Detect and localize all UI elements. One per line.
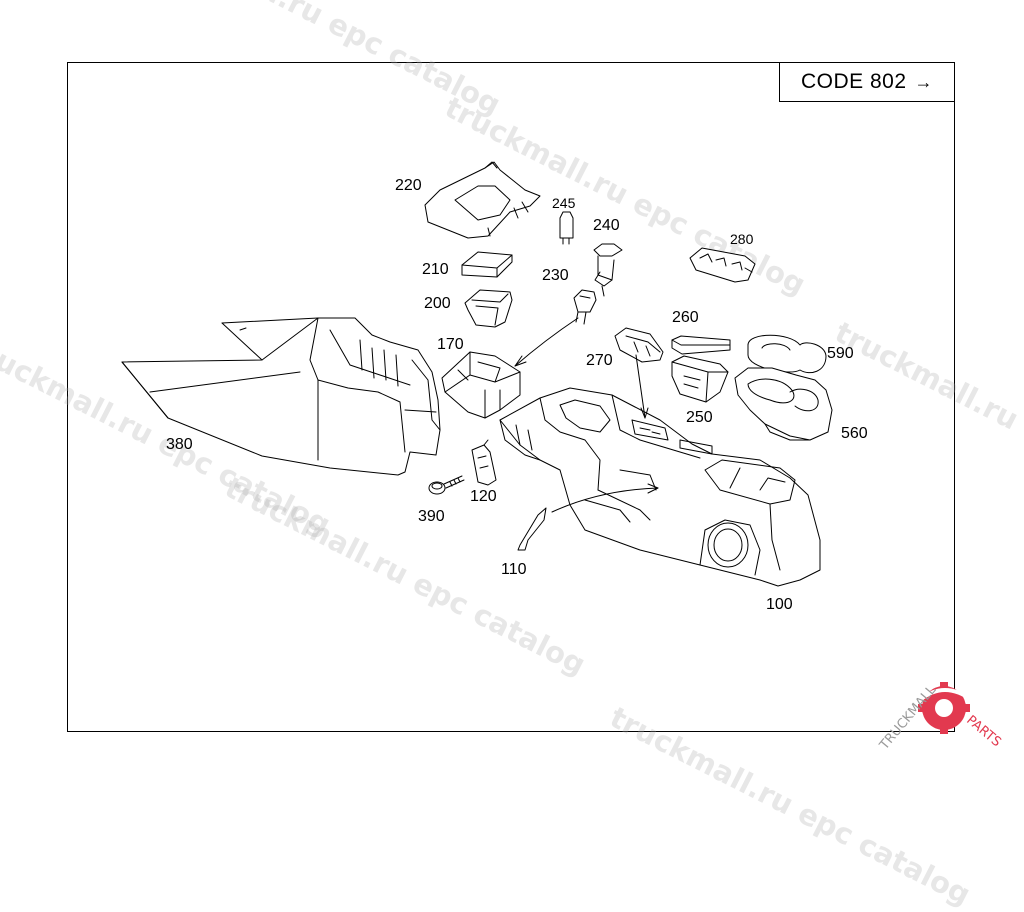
part-110-trim — [517, 507, 547, 551]
code-label: CODE 802 — [800, 70, 907, 93]
callout-380: 380 — [166, 436, 193, 453]
callout-210: 210 — [422, 261, 449, 278]
callout-200: 200 — [424, 295, 451, 312]
callout-245: 245 — [552, 195, 576, 211]
part-210-lid — [461, 251, 513, 278]
part-240-socket — [593, 243, 623, 297]
part-200-box — [464, 289, 513, 328]
callout-110: 110 — [501, 561, 527, 578]
callout-260: 260 — [672, 309, 699, 326]
leader-arrows — [514, 317, 659, 513]
code-label-box: CODE 802 → — [779, 62, 955, 102]
callout-250: 250 — [686, 409, 713, 426]
part-260-plate — [671, 335, 731, 355]
part-220-bezel — [424, 161, 541, 239]
callout-230: 230 — [542, 267, 569, 284]
callout-170: 170 — [437, 336, 464, 353]
part-245-bulb — [559, 211, 574, 245]
part-560-cupholder — [734, 367, 833, 441]
callout-220: 220 — [395, 177, 422, 194]
part-170-tray — [441, 351, 521, 419]
part-250-tray — [671, 355, 729, 403]
parts-exploded-diagram — [121, 161, 833, 587]
truckmall-parts-logo: TRUCKMALL PARTS — [876, 682, 1004, 750]
part-120-bracket — [471, 439, 497, 486]
callout-120: 120 — [470, 488, 497, 505]
callout-560: 560 — [841, 425, 868, 442]
callout-590: 590 — [827, 345, 854, 362]
part-380-side-panel — [121, 317, 441, 476]
arrow-right-icon: → — [914, 71, 934, 92]
part-390-screw — [428, 475, 465, 495]
logo-text-b: PARTS — [963, 713, 1003, 750]
part-270-switch-block — [614, 327, 664, 363]
part-590-mat — [747, 334, 827, 374]
callout-270: 270 — [586, 352, 613, 369]
callout-390: 390 — [418, 508, 445, 525]
diagram-frame — [67, 62, 955, 732]
part-230-switch — [573, 289, 597, 325]
callout-240: 240 — [593, 217, 620, 234]
part-280-switch-panel — [689, 247, 756, 283]
callout-100: 100 — [766, 596, 793, 613]
callout-280: 280 — [730, 231, 754, 247]
